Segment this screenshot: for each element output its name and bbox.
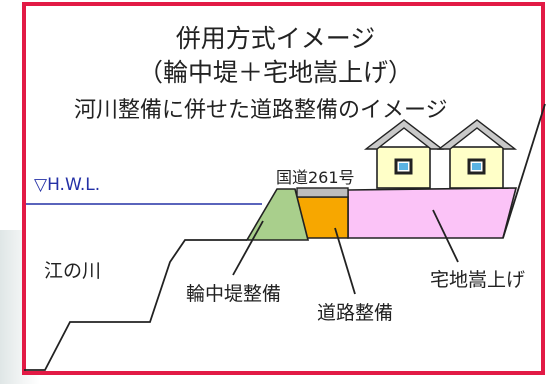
ground-profile <box>24 239 247 371</box>
house-right <box>436 119 518 189</box>
road-leader-line <box>334 227 356 295</box>
levee-leader-line <box>232 220 264 276</box>
road-label: 道路整備 <box>317 302 394 324</box>
levee-embankment <box>245 188 310 241</box>
route-label: 国道261号 <box>276 168 355 187</box>
diagram-subtitle: （輪中堤＋宅地嵩上げ） <box>137 58 413 87</box>
levee-label: 輪中堤整備 <box>186 283 282 305</box>
road-surface <box>296 187 349 198</box>
house-left <box>363 119 445 189</box>
diagram-title: 併用方式イメージ <box>175 24 376 53</box>
raise-leader-line <box>432 209 459 263</box>
diagram-description: 河川整備に併せた道路整備のイメージ <box>74 98 448 123</box>
hwl-label: ▽H.W.L. <box>34 175 101 195</box>
land-raise-area <box>347 187 518 239</box>
river-label: 江の川 <box>44 260 102 282</box>
land-raise-label: 宅地嵩上げ <box>430 269 526 291</box>
hillside-line <box>502 103 546 239</box>
